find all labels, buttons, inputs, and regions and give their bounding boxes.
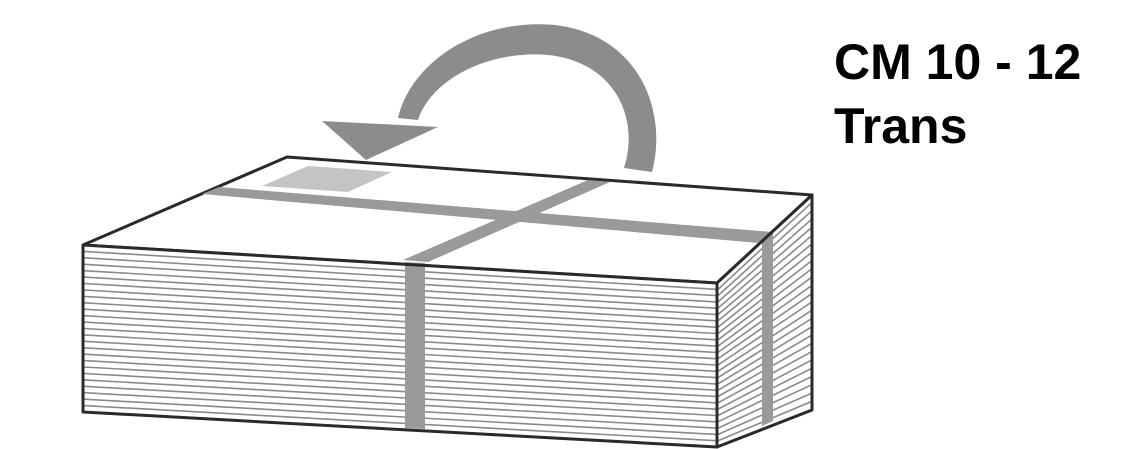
rotate-arrow-icon <box>322 24 656 172</box>
bundle-of-sheets-icon <box>83 157 812 447</box>
caption-line-2: Trans <box>834 97 967 155</box>
arrow-head <box>322 121 438 160</box>
strap-band-side <box>762 230 773 426</box>
arrow-shaft <box>398 24 656 172</box>
caption-line-1: CM 10 - 12 <box>834 33 1081 91</box>
strap-band-front <box>405 262 425 429</box>
